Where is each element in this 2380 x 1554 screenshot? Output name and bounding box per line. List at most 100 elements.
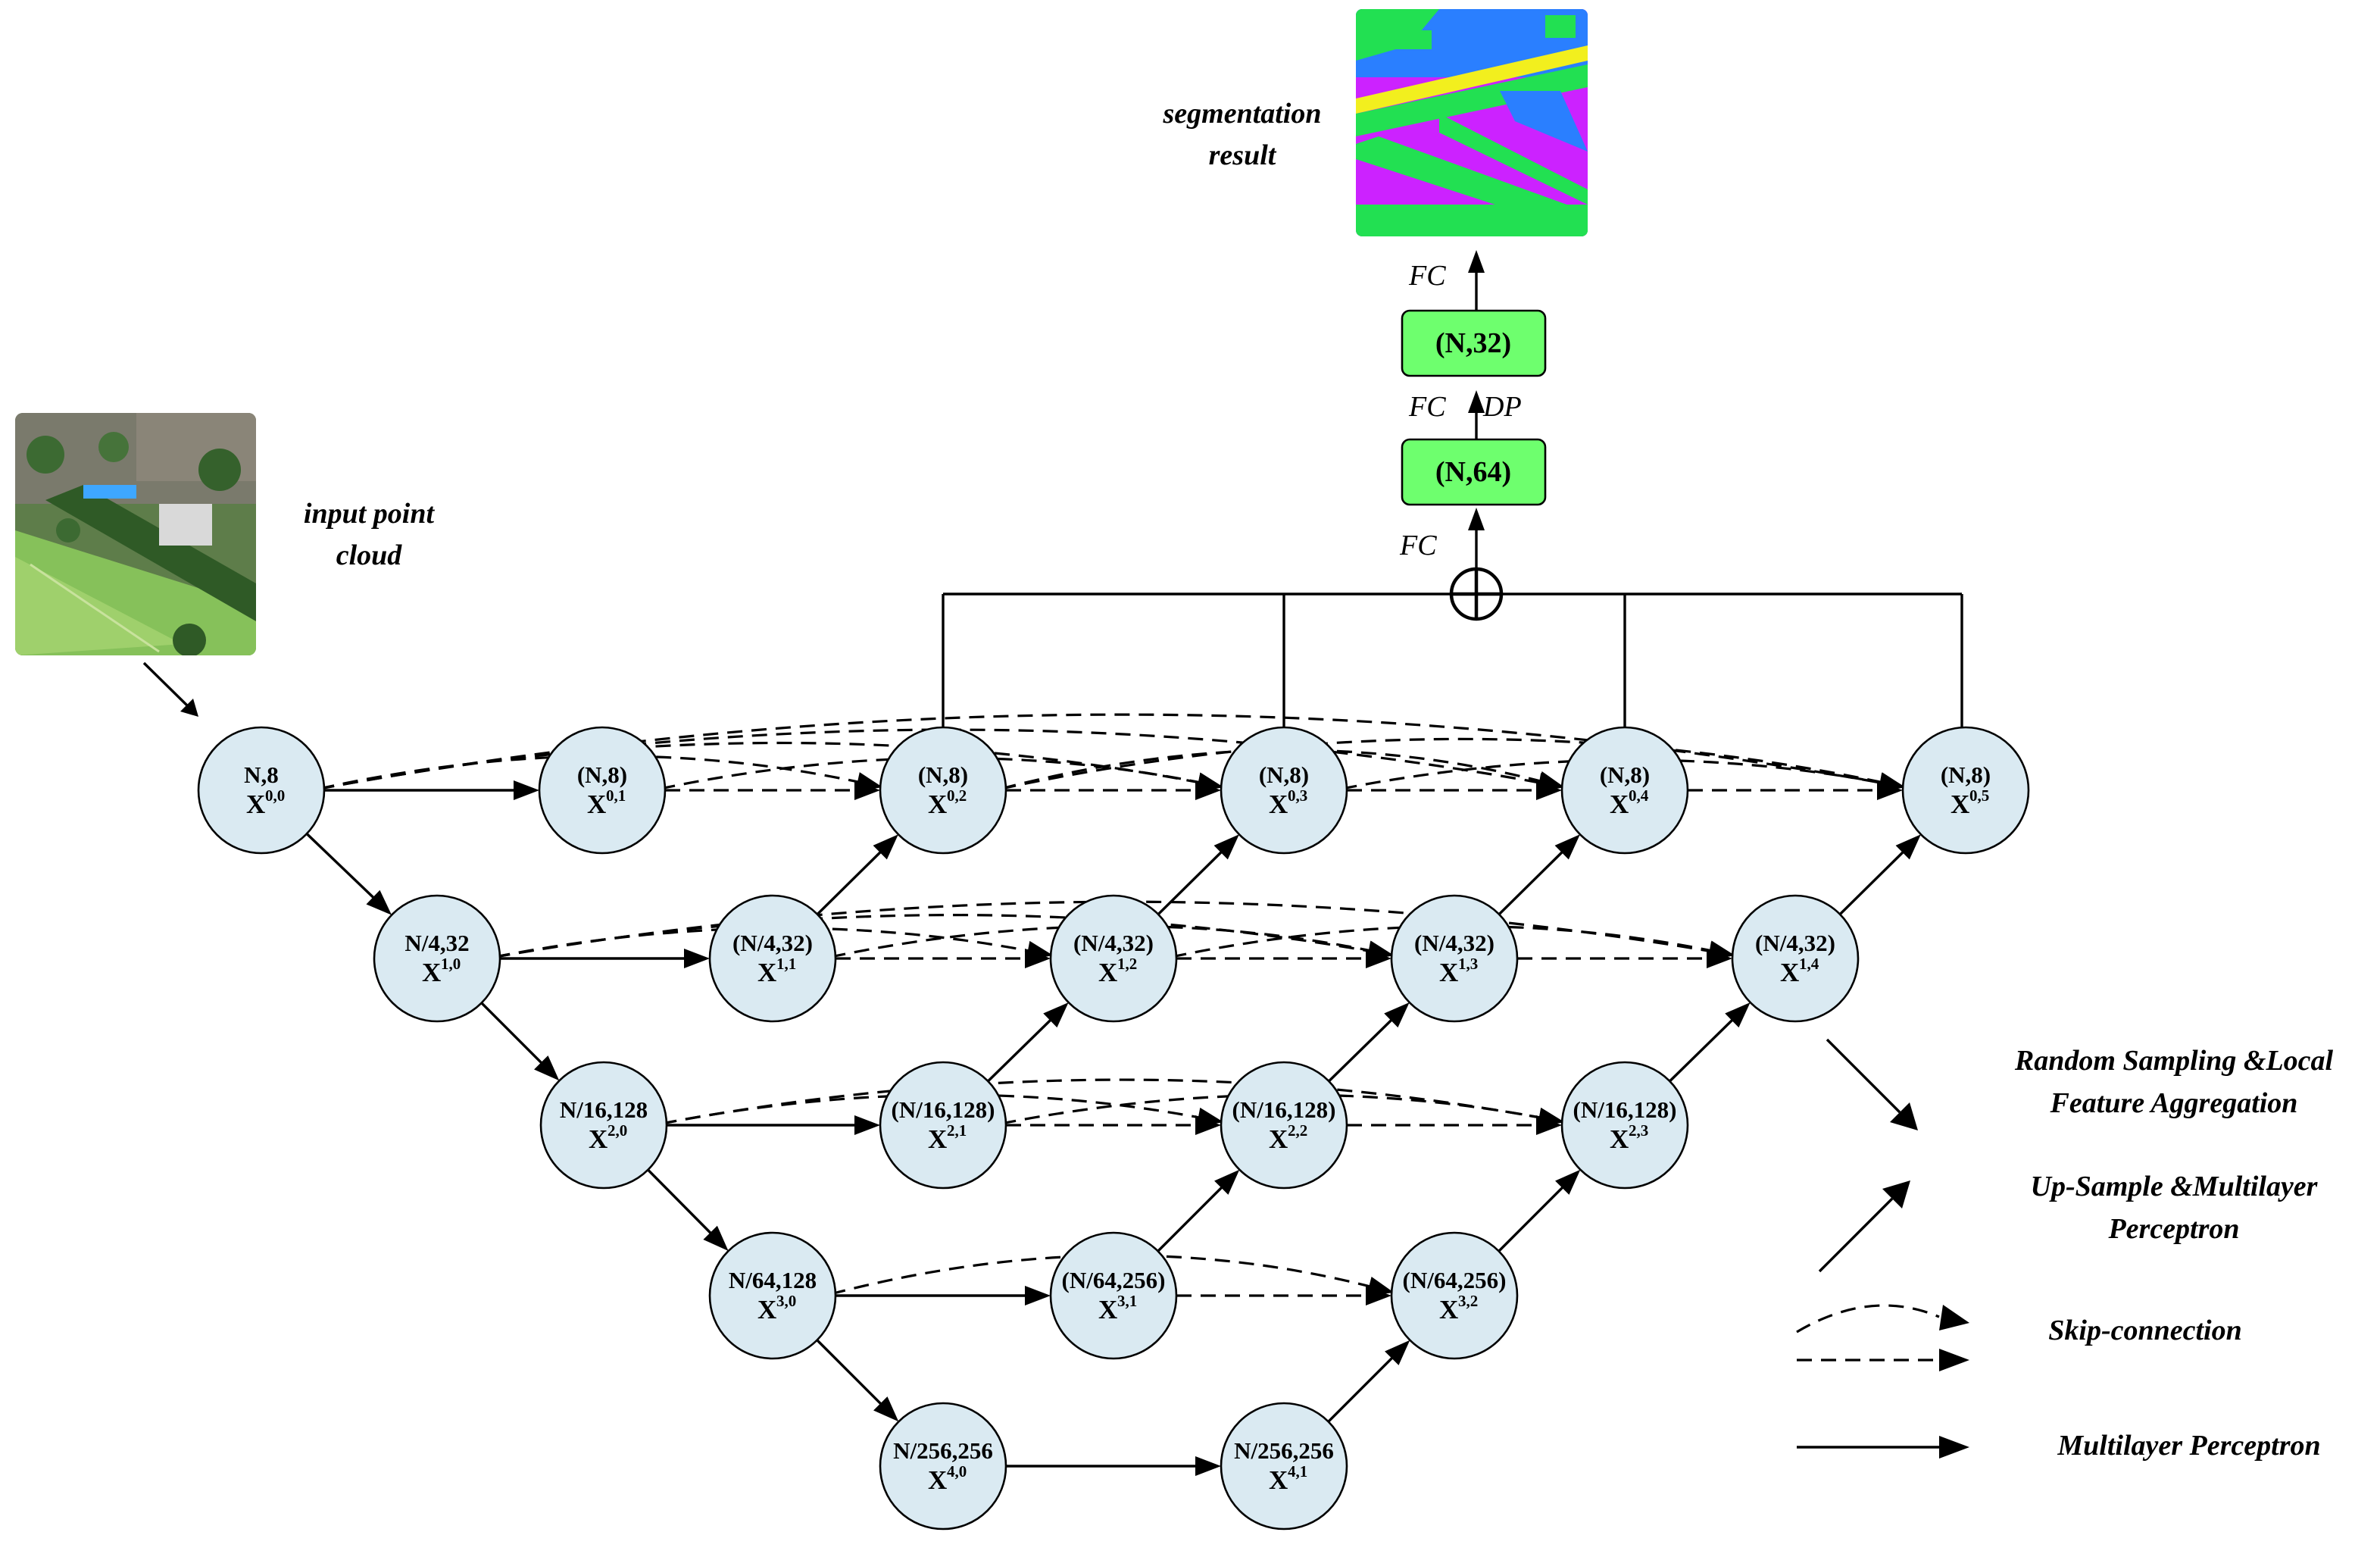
node-x03-circle xyxy=(1220,726,1348,855)
box-n64-label: (N,64) xyxy=(1435,456,1511,488)
up-edge-x32-x23-head xyxy=(1555,1169,1581,1195)
up-edge-x41-x32-head xyxy=(1385,1340,1410,1365)
node-x32-label: (N/64,256) xyxy=(1403,1267,1507,1293)
node-x23-sup: 2,3 xyxy=(1629,1121,1648,1140)
dp-label: DP xyxy=(1482,391,1522,423)
skip-arc-x02-x04-head xyxy=(1537,771,1565,791)
node-x21-var: X xyxy=(928,1124,947,1154)
mlp-edge-x40-x41-head xyxy=(1195,1456,1221,1476)
node-x30-sup: 3,0 xyxy=(776,1292,796,1310)
node-x41-circle xyxy=(1220,1402,1348,1531)
up-edge-x12-x03-head xyxy=(1213,834,1239,860)
up-edge-x14-x05 xyxy=(1838,849,1906,915)
node-x00-sup: 0,0 xyxy=(265,786,285,805)
up-edge-x23-x14-head xyxy=(1725,1002,1751,1028)
segmentation-result-image xyxy=(1356,9,1588,236)
input-label-line2: cloud xyxy=(336,539,403,571)
node-x00-var: X xyxy=(246,790,265,819)
node-x02-sup: 0,2 xyxy=(947,786,967,805)
sum-node xyxy=(1449,567,1504,621)
node-x10-sup: 1,0 xyxy=(441,955,461,973)
skip-arc-x00-x02-head xyxy=(855,772,883,792)
node-x04-sup: 0,4 xyxy=(1629,786,1649,805)
node-x01-label: (N,8) xyxy=(577,761,627,788)
up-edge-x13-x04-head xyxy=(1554,834,1580,860)
node-x02-circle xyxy=(879,726,1007,855)
node-x14-circle xyxy=(1731,894,1860,1023)
legend-sampling: Random Sampling &Local Feature Aggregati… xyxy=(1826,1038,2334,1130)
node-x03-var: X xyxy=(1269,790,1288,819)
node-x10-label: N/4,32 xyxy=(404,930,469,956)
node-x10-var: X xyxy=(422,958,441,987)
fusion-bus-lines xyxy=(942,593,1963,727)
skip-arc-x03-x05-head xyxy=(1878,772,1906,793)
legend-skip-label: Skip-connection xyxy=(2048,1315,2241,1346)
node-x12-label: (N/4,32) xyxy=(1073,930,1154,956)
node-x31-var: X xyxy=(1098,1295,1117,1324)
node-x01-sup: 0,1 xyxy=(606,786,626,805)
node-x30-circle xyxy=(708,1231,837,1360)
node-x01-var: X xyxy=(587,790,606,819)
node-x14-label: (N/4,32) xyxy=(1755,930,1835,956)
down-edge-x00-x10-head xyxy=(366,890,392,915)
input-label-line1: input point xyxy=(304,498,436,530)
node-x11-sup: 1,1 xyxy=(776,955,796,973)
node-x31-sup: 3,1 xyxy=(1117,1292,1137,1310)
node-x32-var: X xyxy=(1439,1295,1458,1324)
up-edge-x14-x05-head xyxy=(1895,834,1921,860)
node-x05-circle xyxy=(1901,726,2030,855)
down-edge-x20-x30-head xyxy=(703,1225,729,1252)
head-layers: (N,64) (N,32) FC FC DP FC xyxy=(1399,250,1547,569)
node-x22-circle xyxy=(1220,1061,1348,1190)
node-x30-var: X xyxy=(757,1295,776,1324)
mlp-edge-x30-x31-head xyxy=(1025,1286,1051,1305)
legend-upsample: Up-Sample &Multilayer Perceptron xyxy=(1818,1171,2319,1273)
node-x40-circle xyxy=(879,1402,1007,1531)
node-x10-circle xyxy=(373,894,501,1023)
skip-arc-x20-x22-head xyxy=(1196,1107,1224,1127)
node-x22-label: (N/16,128) xyxy=(1232,1096,1336,1123)
legend-skip: Skip-connection xyxy=(1796,1304,2242,1371)
node-x04-var: X xyxy=(1610,790,1629,819)
up-edge-x31-x22 xyxy=(1157,1184,1225,1252)
mlp-edge-x20-x21-head xyxy=(854,1115,880,1135)
node-x22-sup: 2,2 xyxy=(1288,1121,1307,1140)
node-x20-circle xyxy=(539,1061,668,1190)
up-edge-x22-x13 xyxy=(1328,1017,1395,1083)
legend-upsample-line2: Perceptron xyxy=(2107,1213,2239,1245)
node-x05-var: X xyxy=(1951,790,1969,819)
node-x32-sup: 3,2 xyxy=(1458,1292,1478,1310)
node-x05-label: (N,8) xyxy=(1941,761,1991,788)
up-edge-x21-x12 xyxy=(987,1017,1054,1083)
node-x12-sup: 1,2 xyxy=(1117,955,1137,973)
mlp-edge-x00-x01-head xyxy=(514,780,539,800)
box-n64 xyxy=(1401,438,1547,506)
node-x21-sup: 2,1 xyxy=(947,1121,967,1140)
up-edge-x12-x03 xyxy=(1157,849,1224,915)
down-edge-x30-x40 xyxy=(816,1339,884,1407)
up-edge-x41-x32 xyxy=(1327,1355,1395,1423)
node-x13-sup: 1,3 xyxy=(1458,955,1478,973)
up-edge-x31-x22-head xyxy=(1214,1169,1240,1195)
node-x00-label: N,8 xyxy=(244,761,279,788)
up-edge-x23-x14 xyxy=(1669,1017,1735,1083)
skip-arc-x12-x14-head xyxy=(1707,940,1735,961)
node-x40-var: X xyxy=(928,1465,947,1495)
node-x03-label: (N,8) xyxy=(1259,761,1309,788)
up-edge-x11-x02-head xyxy=(873,834,898,860)
node-x31-circle xyxy=(1049,1231,1178,1360)
skip-arc-x30-x32-head xyxy=(1366,1276,1395,1296)
